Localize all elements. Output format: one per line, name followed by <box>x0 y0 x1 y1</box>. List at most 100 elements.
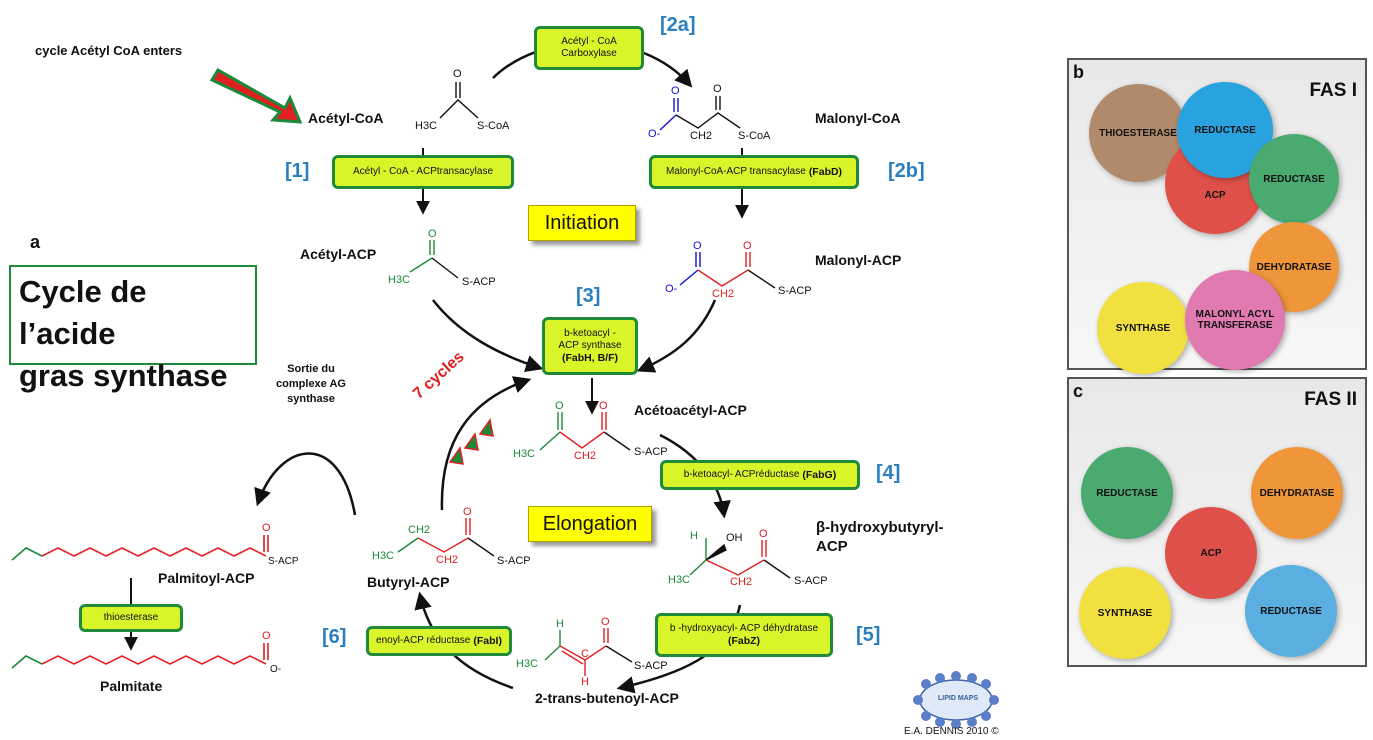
chem-sacp-hydroxy: S-ACP <box>794 575 828 587</box>
step-6: [6] <box>322 626 347 648</box>
label-acetoacetyl-acp: Acétoacétyl-ACP <box>634 402 747 418</box>
arrow-exit <box>254 452 357 516</box>
fas2-synthase: SYNTHASE <box>1079 567 1171 659</box>
panel-c-fas2: c FAS II REDUCTASE DEHYDRATASE ACP SYNTH… <box>1067 377 1367 667</box>
label-butyryl-acp: Butyryl-ACP <box>367 574 450 590</box>
chem-h-butenoyl-2: H <box>581 676 589 688</box>
chem-sacp-palmitoyl: S-ACP <box>268 556 299 567</box>
chem-h3c-acetyl-acp: H3C <box>388 274 411 286</box>
label-malonyl-coa: Malonyl-CoA <box>815 110 901 126</box>
fas1-synthase: SYNTHASE <box>1097 282 1189 374</box>
chem-o-butenoyl: O <box>601 616 610 628</box>
enzyme-ketoacyl-reductase-gene: (FabG) <box>802 469 837 481</box>
label-butenoyl-acp: 2-trans-butenoyl-ACP <box>535 690 679 706</box>
chem-o-acetoacetyl-2: O <box>599 400 608 412</box>
page-title-line1: Cycle de l’acide <box>19 274 147 351</box>
chem-o-malonyl-acp-1: O <box>693 240 702 252</box>
entry-arrow <box>209 67 303 124</box>
enzyme-thioesterase: thioesterase <box>79 604 183 632</box>
hydroxybutyryl-acp-structure <box>689 538 791 579</box>
enzyme-dehydratase-gene: (FabZ) <box>727 635 761 647</box>
enzyme-ketoacyl-synthase-gene: (FabH, B/F) <box>562 352 618 364</box>
entry-text: cycle Acétyl CoA enters <box>35 43 183 58</box>
chem-o-acetoacetyl-1: O <box>555 400 564 412</box>
chem-sacp-acetoacetyl: S-ACP <box>634 446 668 458</box>
page-title-line2: gras synthase <box>19 358 228 393</box>
chem-sacp-butenoyl: S-ACP <box>634 660 668 672</box>
step-5: [5] <box>856 624 881 646</box>
label-acetyl-acp: Acétyl-ACP <box>300 246 377 262</box>
label-malonyl-acp: Malonyl-ACP <box>815 252 902 268</box>
chem-ch2-butyryl-1: CH2 <box>408 524 431 536</box>
chem-c-butenoyl: C <box>581 648 589 660</box>
fas1-reductase-green: REDUCTASE <box>1249 134 1339 224</box>
enzyme-acetyl-coa-carboxylase: Acétyl - CoA Carboxylase <box>534 26 644 70</box>
enzyme-carboxylase-line2: Carboxylase <box>561 48 617 59</box>
chem-o-butyryl: O <box>463 506 472 518</box>
acetyl-acp-structure <box>409 240 459 279</box>
fas2-dehydratase: DEHYDRATASE <box>1251 447 1343 539</box>
fas2-reductase-green: REDUCTASE <box>1081 447 1173 539</box>
enzyme-ketoacyl-reductase: b-ketoacyl- ACPréductase (FabG) <box>660 460 860 490</box>
label-acetyl-coa: Acétyl-CoA <box>308 110 384 126</box>
chem-sacp-butyryl: S-ACP <box>497 555 531 567</box>
chem-scoa-malonyl: S-CoA <box>738 130 771 142</box>
arrow-malonyl-to-synthase <box>636 299 717 373</box>
exit-label: Sortie du complexe AG synthase <box>256 362 366 407</box>
enzyme-ketoacyl-reductase-label: b-ketoacyl- ACPréductase <box>683 469 800 480</box>
chem-ch2-hydroxy: CH2 <box>730 576 753 588</box>
fas2-reductase-blue: REDUCTASE <box>1245 565 1337 657</box>
enzyme-dehydratase-label: b -hydroxyacyl- ACP déhydratase <box>669 623 819 634</box>
credit-text: E.A. DENNIS 2010 © <box>904 726 999 737</box>
chem-h-butenoyl-1: H <box>556 618 564 630</box>
enzyme-dehydratase: b -hydroxyacyl- ACP déhydratase (FabZ) <box>655 613 833 657</box>
page-title-box: Cycle de l’acide gras synthase <box>9 265 257 393</box>
chem-ch2-butyryl-2: CH2 <box>436 554 459 566</box>
chem-o-palmitate-1: O <box>262 630 271 642</box>
butyryl-acp-structure <box>397 518 495 557</box>
arrow-acetyl-to-synthase <box>432 299 544 372</box>
chem-o-minus-malonyl-acp: O- <box>665 283 678 295</box>
chem-o-palmitoyl: O <box>262 522 271 534</box>
enzyme-ketoacyl-synthase-line2: ACP synthase <box>558 340 622 351</box>
chem-o-hydroxy: O <box>759 528 768 540</box>
panel-b-fas1: b FAS I THIOESTERASE ACP REDUCTASE REDUC… <box>1067 58 1367 374</box>
enzyme-malonyl-transacylase-gene: (FabD) <box>808 166 843 178</box>
enzyme-ketoacyl-synthase-line1: b-ketoacyl - <box>564 328 616 339</box>
panel-b-title: FAS I <box>1309 80 1357 101</box>
chem-oh-hydroxy: OH <box>726 532 743 544</box>
fas2-acp: ACP <box>1165 507 1257 599</box>
chem-o-malonyl-coa-1: O <box>671 85 680 97</box>
chem-h3c-hydroxy: H3C <box>668 574 691 586</box>
chem-sacp-acetyl: S-ACP <box>462 276 496 288</box>
chem-h3c-acetoacetyl: H3C <box>513 448 536 460</box>
label-hydroxybutyryl-line1: β-hydroxybutyryl- <box>816 519 944 536</box>
cycle-diagram <box>11 41 999 729</box>
fas1-malonyl-transferase: MALONYL ACYL TRANSFERASE <box>1185 270 1285 370</box>
chem-ch2-malonyl-acp: CH2 <box>712 288 735 300</box>
chem-o-malonyl-acp-2: O <box>743 240 752 252</box>
enzyme-acetyl-transacylase: Acétyl - CoA - ACPtransacylase <box>332 155 514 189</box>
panel-b-letter: b <box>1073 62 1084 82</box>
butenoyl-acp-structure <box>544 628 633 676</box>
chem-h-hydroxy: H <box>690 530 698 542</box>
chem-h3c-butenoyl: H3C <box>516 658 539 670</box>
chem-o-acetyl-coa: O <box>453 68 462 80</box>
initiation-label: Initiation <box>528 205 636 241</box>
acetyl-coa-structure <box>439 82 479 119</box>
enzyme-ketoacyl-synthase: b-ketoacyl - ACP synthase (FabH, B/F) <box>542 317 638 375</box>
enzyme-carboxylase-line1: Acétyl - CoA <box>561 36 617 47</box>
step-1: [1] <box>285 160 310 182</box>
step-3: [3] <box>576 285 601 307</box>
enzyme-thioesterase-label: thioesterase <box>103 612 159 623</box>
acetoacetyl-acp-structure <box>539 412 631 451</box>
arrow-seven-cycles <box>440 376 532 511</box>
logo-text: LIPID MAPS <box>938 695 979 702</box>
panel-a-letter: a <box>30 232 41 252</box>
chem-sacp-malonyl: S-ACP <box>778 285 812 297</box>
step-2b: [2b] <box>888 160 925 182</box>
panel-c-title: FAS II <box>1304 389 1357 410</box>
chem-o-acetyl-acp: O <box>428 228 437 240</box>
enzyme-enoyl-reductase-gene: (FabI) <box>473 635 502 647</box>
elongation-label: Elongation <box>528 506 652 542</box>
